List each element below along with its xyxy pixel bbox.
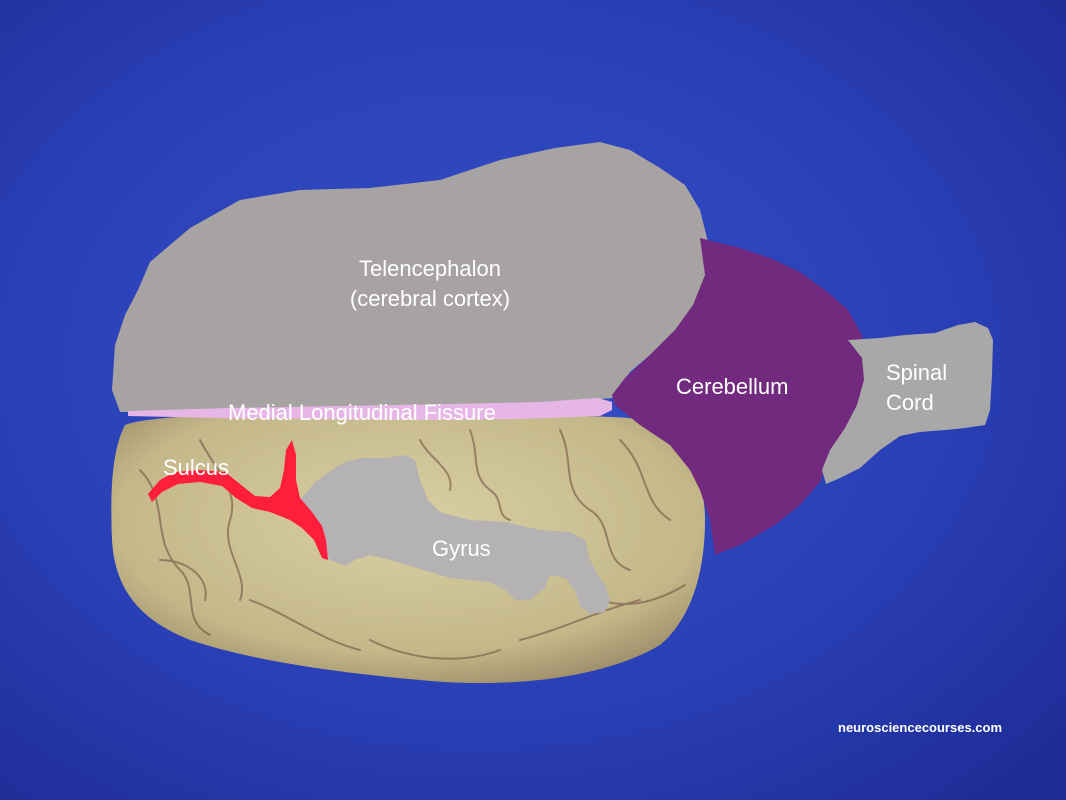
sulcus-marking <box>148 440 328 560</box>
fissure-label: Medial Longitudinal Fissure <box>228 400 496 425</box>
gyrus-label: Gyrus <box>432 536 491 561</box>
gyrus-region <box>300 455 610 614</box>
brain-fold-texture <box>139 429 686 660</box>
cerebellum-region <box>612 238 866 555</box>
cerebellum-label: Cerebellum <box>676 374 789 399</box>
telencephalon-region <box>112 142 710 412</box>
telencephalon-label: Telencephalon (cerebral cortex) <box>330 256 530 312</box>
spinal-cord-label: Spinal Cord <box>886 360 947 416</box>
spinal-cord-label-line2: Cord <box>886 390 934 415</box>
sulcus-label: Sulcus <box>163 455 230 480</box>
telencephalon-label-line1: Telencephalon <box>359 256 501 281</box>
spinal-cord-label-line1: Spinal <box>886 360 948 385</box>
fissure-band <box>128 398 612 420</box>
spinal-cord-region <box>822 322 993 484</box>
watermark-text: neurosciencecourses.com <box>838 720 1003 735</box>
telencephalon-label-line2: (cerebral cortex) <box>349 286 511 311</box>
